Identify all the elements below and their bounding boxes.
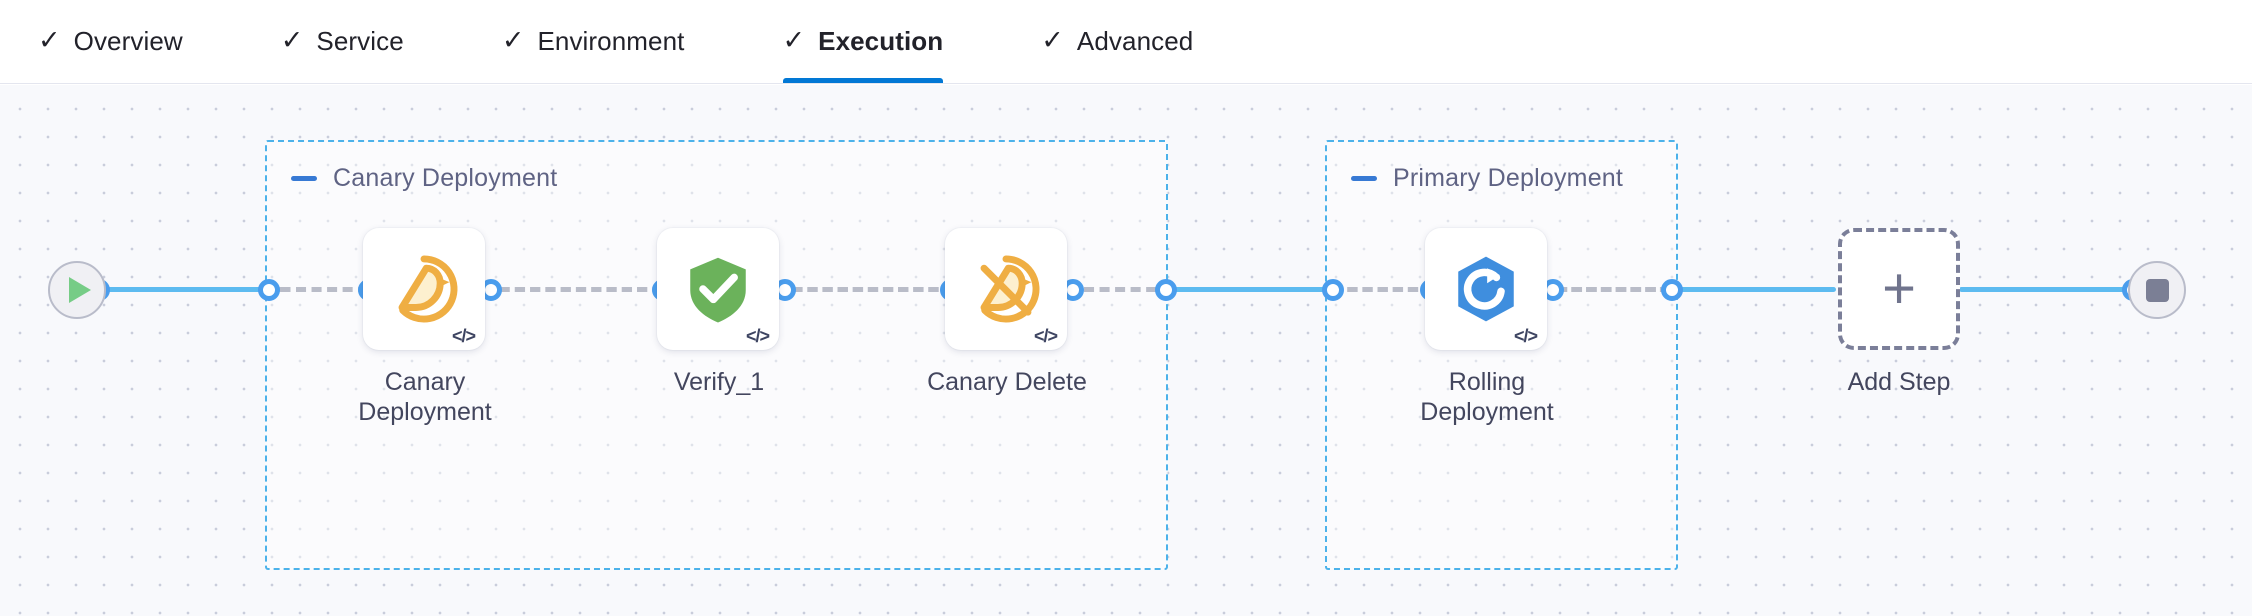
tab-label: Execution — [818, 26, 944, 56]
add-step-label: Add Step — [1847, 368, 1951, 396]
connector-dashed-5 — [1330, 287, 1435, 292]
connector-dashed-6 — [1540, 287, 1672, 292]
connector-canary-group-to-primary-group — [1163, 287, 1335, 292]
connector-add-step-to-end — [1959, 287, 2132, 292]
check-icon: ✓ — [280, 25, 304, 55]
minus-icon[interactable] — [1351, 176, 1377, 181]
code-badge[interactable]: </> — [1513, 326, 1538, 346]
tab-label: Overview — [73, 26, 183, 56]
check-icon: ✓ — [501, 25, 525, 55]
connector-start-to-canary-group — [96, 287, 281, 292]
minus-icon[interactable] — [291, 176, 317, 181]
connector-primary-group-to-add-step — [1668, 287, 1836, 292]
stop-icon — [2145, 278, 2169, 302]
plus-icon: + — [1882, 256, 1916, 321]
connector-dot-group1-in[interactable] — [258, 279, 280, 301]
check-icon: ✓ — [782, 25, 806, 55]
tab-service[interactable]: ✓ Service — [281, 0, 444, 83]
stage-group-canary-deployment[interactable]: Canary Deployment — [265, 140, 1168, 570]
group-header[interactable]: Primary Deployment — [1351, 164, 1623, 193]
step-node-canary-deployment[interactable]: </> — [363, 228, 485, 350]
connector-dot-group2-out[interactable] — [1661, 279, 1683, 301]
pipeline-canvas[interactable]: Canary Deployment Primary Deployment — [0, 85, 2252, 616]
code-badge[interactable]: </> — [451, 326, 476, 346]
check-icon: ✓ — [1041, 25, 1064, 55]
step-label-verify-1: Verify_1 — [673, 368, 765, 396]
pipeline-tab-bar: ✓ Overview ✓ Service ✓ Environment ✓ Exe… — [0, 0, 2252, 84]
start-node[interactable] — [48, 261, 106, 319]
step-label-canary-deployment: Canary Deployment — [358, 368, 492, 426]
canary-bird-delete-icon — [980, 255, 1040, 323]
group-title: Primary Deployment — [1393, 164, 1624, 192]
tab-advanced[interactable]: ✓ Advanced — [1041, 0, 1233, 83]
stage-group-primary-deployment[interactable]: Primary Deployment — [1325, 140, 1678, 570]
tab-overview[interactable]: ✓ Overview — [38, 0, 223, 83]
tab-environment[interactable]: ✓ Environment — [502, 0, 725, 83]
canary-bird-icon — [398, 255, 458, 323]
connector-dashed-2 — [482, 287, 672, 292]
code-badge[interactable]: </> — [1033, 326, 1058, 346]
tab-label: Service — [316, 26, 404, 56]
connector-dashed-3 — [775, 287, 963, 292]
play-icon — [69, 277, 91, 303]
group-header[interactable]: Canary Deployment — [291, 164, 557, 193]
connector-dashed-4 — [1066, 287, 1166, 292]
tab-label: Advanced — [1076, 26, 1194, 56]
step-node-rolling-deployment[interactable]: </> — [1425, 228, 1547, 350]
step-label-rolling-deployment: Rolling Deployment — [1420, 368, 1554, 426]
tab-label: Environment — [537, 26, 685, 56]
step-label-canary-delete: Canary Delete — [927, 368, 1087, 396]
tab-execution[interactable]: ✓ Execution — [782, 0, 984, 83]
check-icon: ✓ — [38, 25, 61, 55]
group-title: Canary Deployment — [333, 164, 558, 192]
end-node[interactable] — [2128, 261, 2186, 319]
rolling-deployment-icon — [1458, 256, 1514, 322]
shield-check-icon — [690, 257, 746, 323]
step-node-verify-1[interactable]: </> — [657, 228, 779, 350]
connector-dot-group1-out[interactable] — [1155, 279, 1177, 301]
code-badge[interactable]: </> — [745, 326, 770, 346]
connector-dot-group2-in[interactable] — [1322, 279, 1344, 301]
connector-dashed-1 — [278, 287, 378, 292]
add-step-button[interactable]: + — [1838, 228, 1960, 350]
step-node-canary-delete[interactable]: </> — [945, 228, 1067, 350]
